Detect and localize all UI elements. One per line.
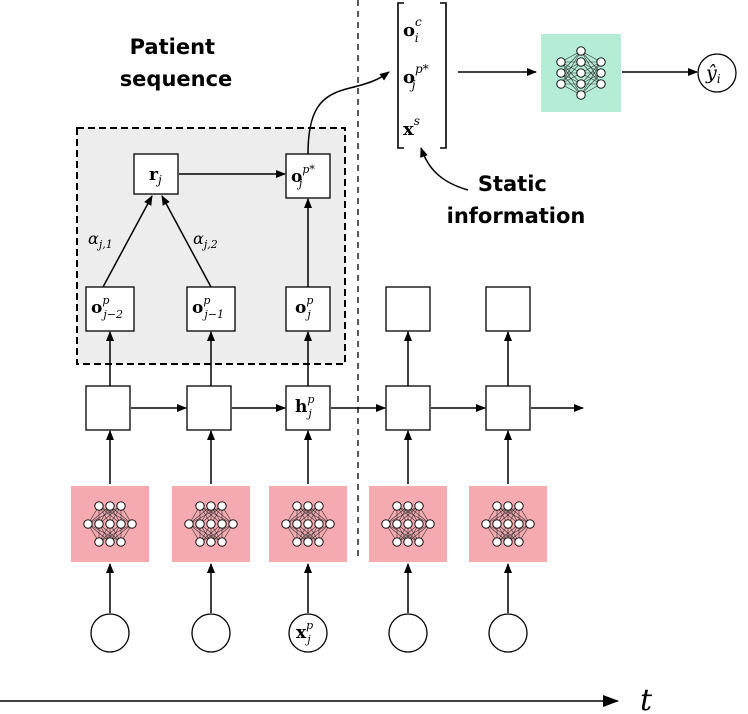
output-node-future-1: [385, 286, 431, 332]
hidden-node-j: [285, 385, 331, 431]
concat-entry-2: op*j: [403, 62, 429, 92]
hidden-to-output-arrows: [106, 331, 512, 386]
patient-sequence-title: Patient sequence: [120, 35, 233, 91]
concat-bracket-right: [440, 2, 447, 149]
concat-bracket-left: [397, 2, 404, 149]
output-node-future-2: [485, 286, 531, 332]
output-node-j-minus-1: [186, 286, 236, 332]
prediction-node: [697, 53, 737, 93]
hidden-node-5: [485, 385, 531, 431]
attention-weight-2: αj,2: [193, 229, 218, 251]
attended-output-label: op*j: [291, 163, 315, 190]
static-information-label: Static information: [447, 172, 586, 228]
attention-arrows: [102, 170, 312, 288]
context-vector-label: rj: [149, 165, 162, 187]
static-to-concat-arrow: [420, 147, 469, 191]
hidden-node-4: [385, 385, 431, 431]
input-to-net-arrows: [106, 563, 512, 613]
input-node-j: [288, 613, 328, 653]
attended-to-concat-arrow: [307, 71, 390, 155]
context-vector-node: [133, 153, 179, 195]
input-network-1: [71, 486, 149, 562]
input-node-5: [488, 613, 528, 653]
attention-weight-1: αj,1: [88, 229, 113, 251]
input-network-2: [172, 486, 250, 562]
input-network-4: [369, 486, 447, 562]
input-network-3: [269, 486, 347, 562]
hidden-node-1: [85, 385, 131, 431]
concat-entry-3: xs: [403, 114, 420, 140]
prediction-label: ŷi: [705, 62, 721, 86]
hidden-node-2: [186, 385, 232, 431]
input-node-1: [90, 613, 130, 653]
input-node-2: [191, 613, 231, 653]
input-node-4: [388, 613, 428, 653]
time-axis-label: t: [640, 683, 653, 714]
input-network-5: [469, 486, 547, 562]
output-network: [541, 34, 621, 112]
net-to-hidden-arrows: [106, 430, 512, 484]
